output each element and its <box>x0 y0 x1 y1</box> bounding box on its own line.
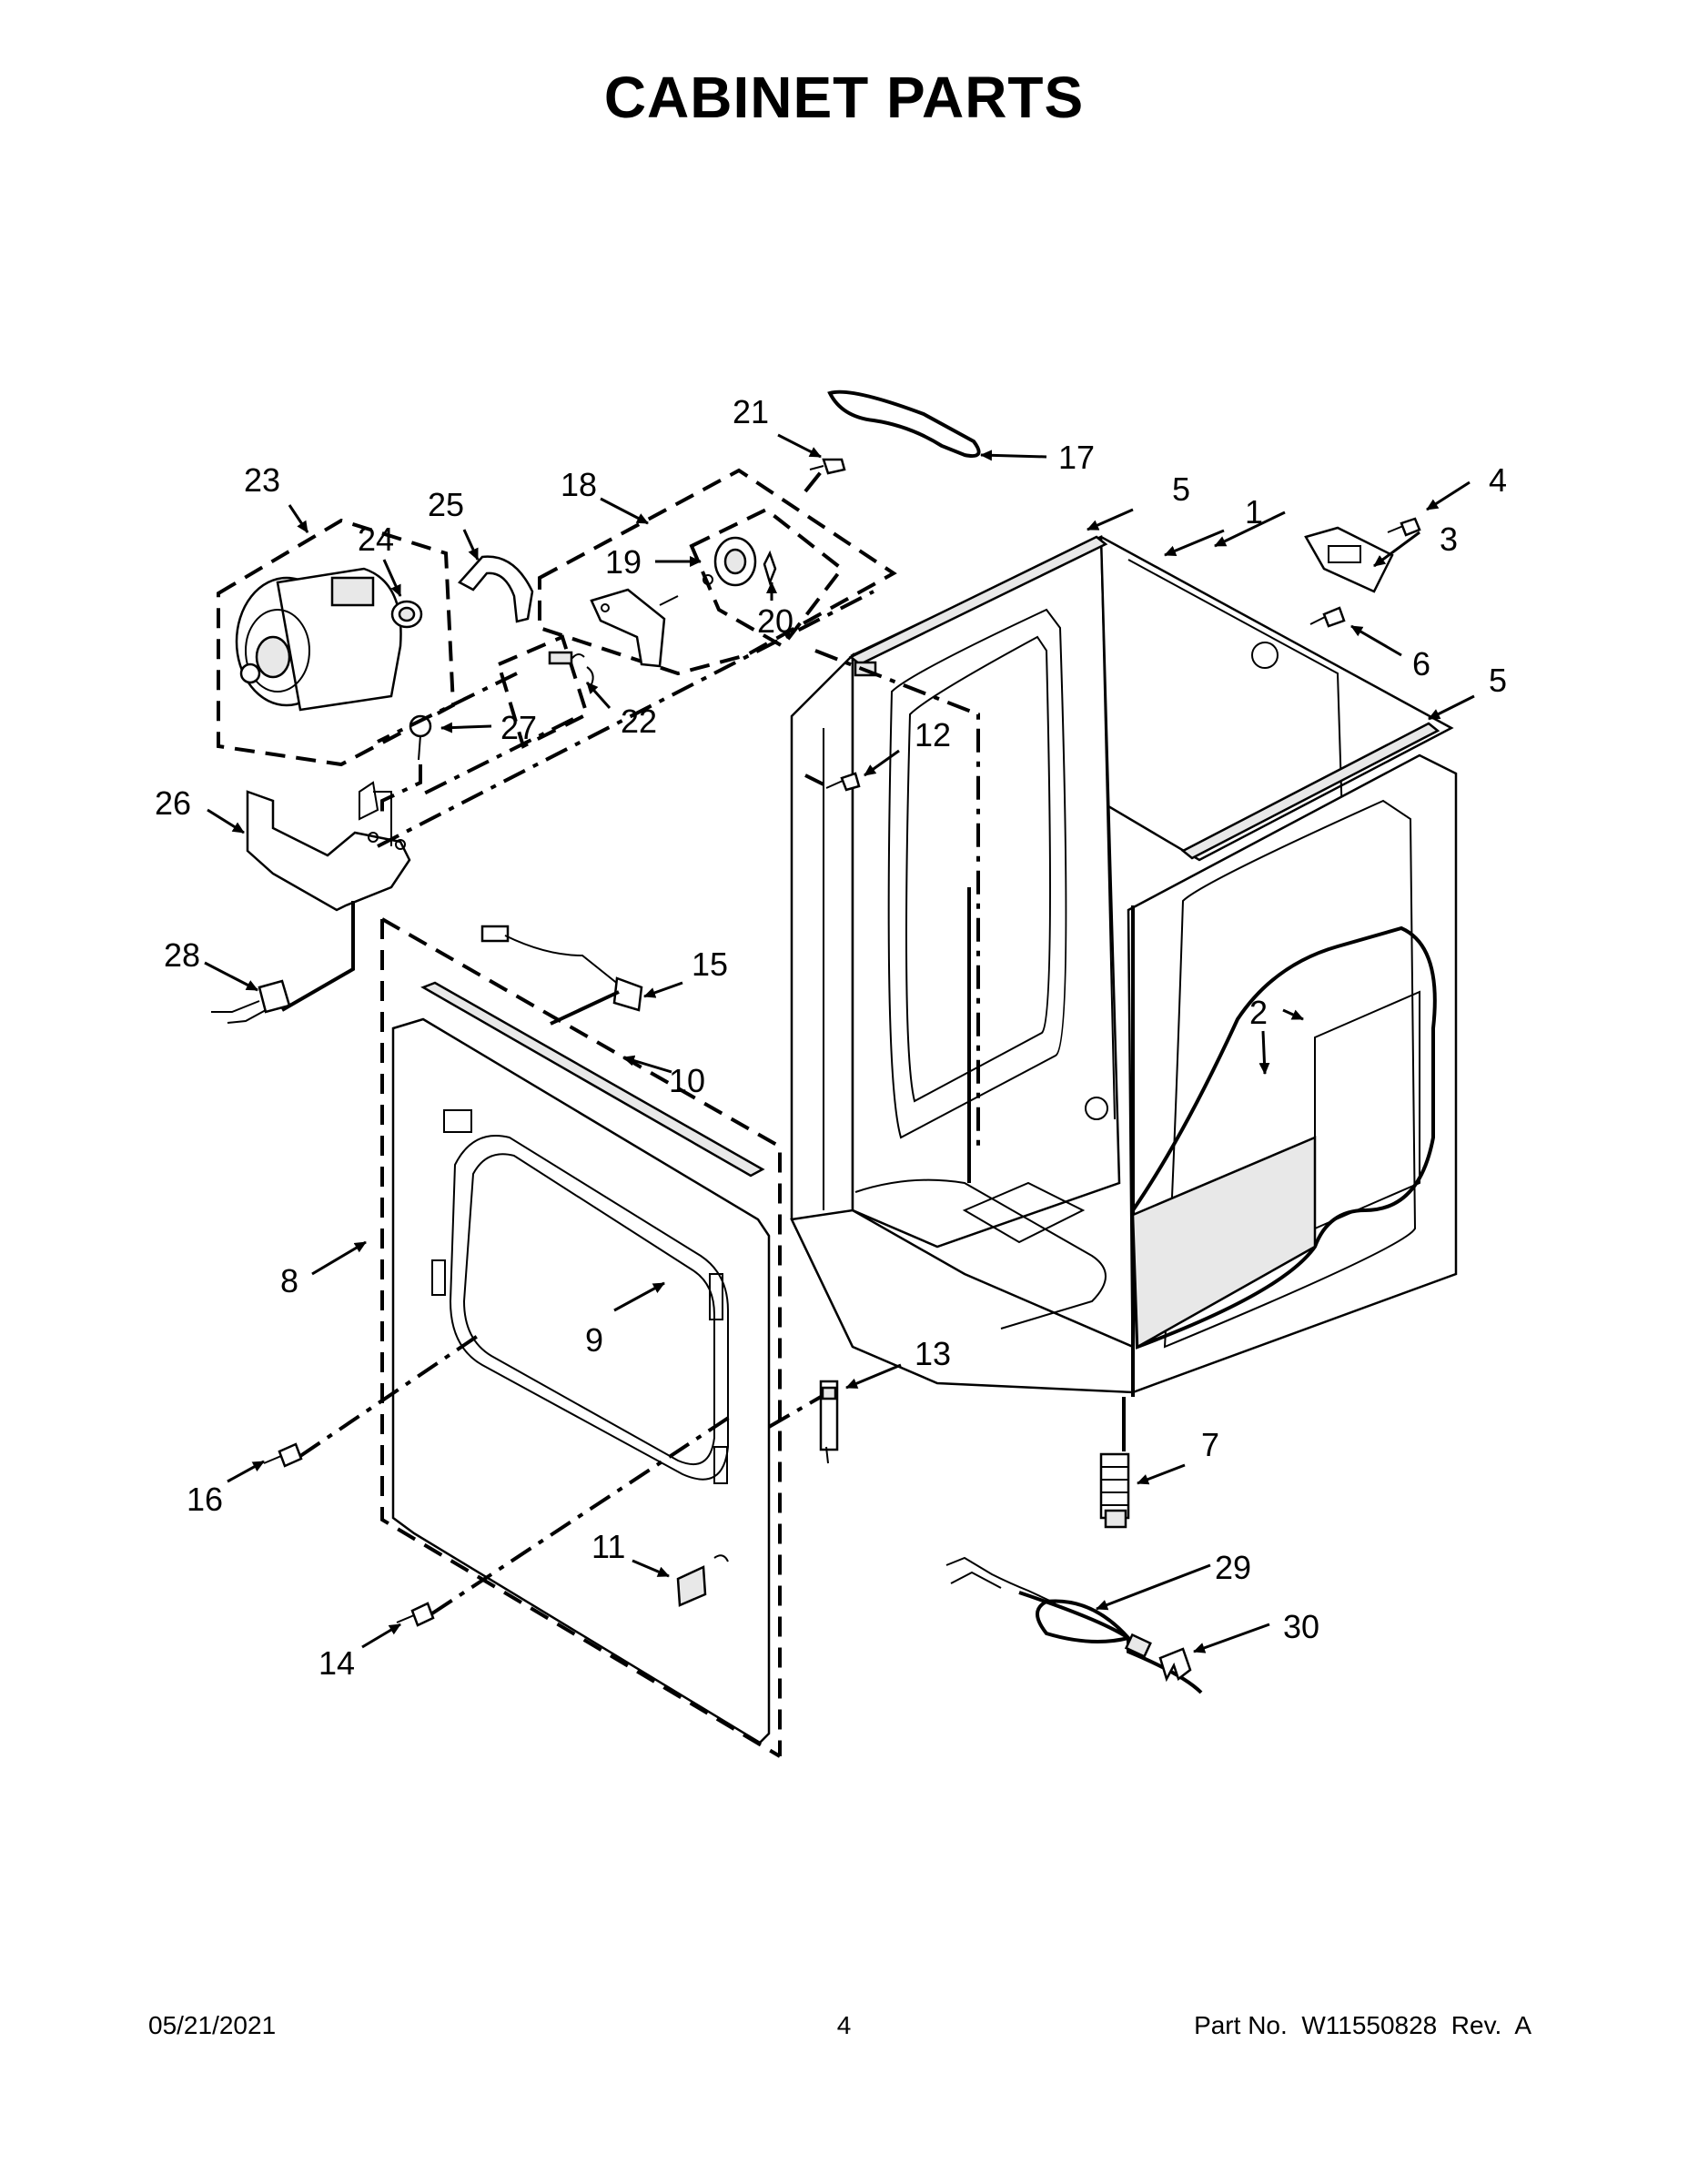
callout-14: 14 <box>318 1644 355 1682</box>
callout-19: 19 <box>605 543 642 581</box>
callout-5a: 5 <box>1172 470 1190 508</box>
callout-22: 22 <box>621 703 657 740</box>
callout-12: 12 <box>915 716 951 753</box>
callout-25: 25 <box>428 486 464 523</box>
callout-15: 15 <box>692 945 728 983</box>
assembly-lines <box>281 467 1126 1615</box>
callout-8: 8 <box>280 1262 298 1299</box>
page-title: CABINET PARTS <box>603 65 1085 130</box>
footer-date: 05/21/2021 <box>148 2011 277 2039</box>
callout-30: 30 <box>1283 1608 1319 1645</box>
callout-28: 28 <box>164 936 200 974</box>
callout-2: 2 <box>1249 994 1268 1031</box>
callout-9: 9 <box>585 1321 603 1359</box>
callout-1: 1 <box>1245 493 1263 531</box>
callout-6: 6 <box>1412 645 1430 682</box>
callout-11: 11 <box>591 1528 625 1565</box>
callout-17: 17 <box>1058 439 1095 476</box>
footer-page-number: 4 <box>836 2011 852 2039</box>
callout-13: 13 <box>915 1335 951 1372</box>
callout-29: 29 <box>1215 1549 1251 1586</box>
callout-10: 10 <box>669 1062 705 1099</box>
idler-assembly <box>496 389 981 749</box>
callout-7: 7 <box>1201 1426 1219 1463</box>
callout-3: 3 <box>1440 521 1458 558</box>
callout-27: 27 <box>500 709 537 746</box>
front-panel-assembly <box>380 917 782 1758</box>
cabinet <box>790 526 1458 1397</box>
callout-26: 26 <box>155 784 191 822</box>
callout-4: 4 <box>1489 461 1507 499</box>
callout-20: 20 <box>757 602 793 640</box>
callout-18: 18 <box>561 466 597 503</box>
callout-leaders <box>204 433 1475 1653</box>
callout-23: 23 <box>244 461 280 499</box>
footer-part-number: Part No. W11550828 Rev. A <box>1194 2011 1531 2039</box>
callout-16: 16 <box>187 1481 223 1518</box>
callout-21: 21 <box>733 393 769 430</box>
callout-24: 24 <box>358 521 394 558</box>
callout-5b: 5 <box>1489 662 1507 699</box>
callout-labels: 1 2 3 4 5 5 6 7 8 9 10 11 12 13 14 15 16… <box>155 393 1507 1682</box>
motor-assembly <box>217 518 534 912</box>
